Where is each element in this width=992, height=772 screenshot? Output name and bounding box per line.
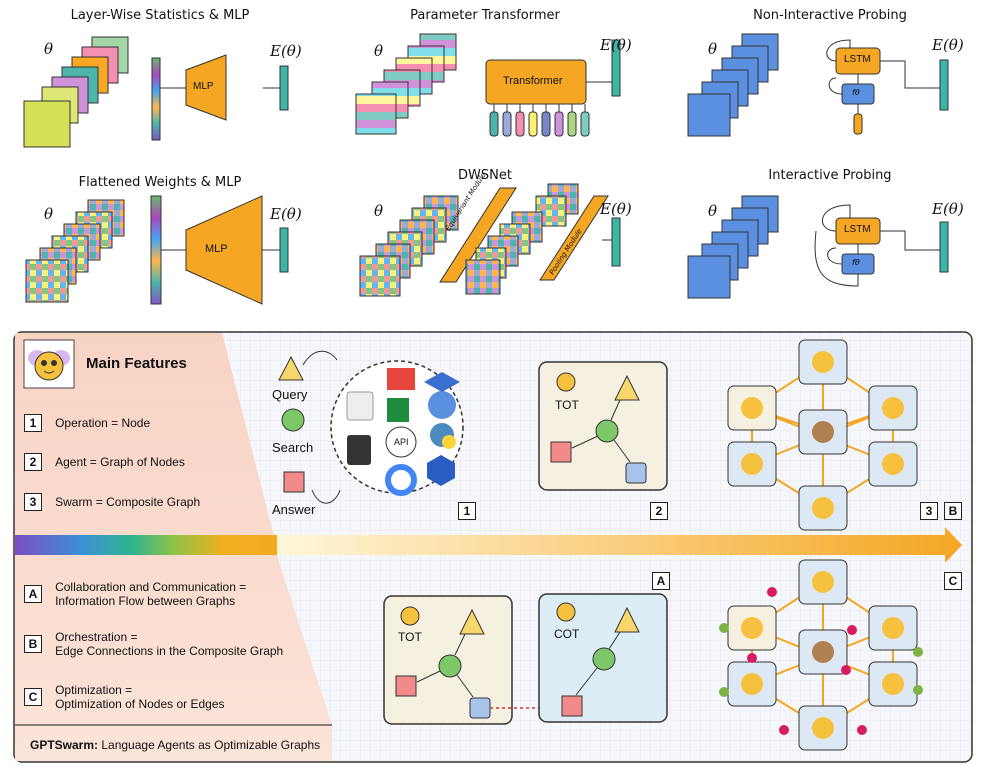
marker-2: 2 [650, 500, 668, 520]
footer-text: Language Agents as Optimizable Graphs [98, 738, 321, 752]
marker-b: B [944, 500, 962, 520]
feature-key: B [24, 635, 42, 653]
marker-key: C [944, 572, 962, 590]
agent-cot-box [538, 593, 668, 723]
panel-flattened [25, 195, 289, 305]
feature-key: A [24, 585, 42, 603]
excel-icon [387, 398, 409, 422]
bee-logo-icon [23, 339, 75, 389]
feature-2: 2 Agent = Graph of Nodes [24, 451, 185, 471]
api-icon [385, 426, 417, 458]
energy-2: E(θ) [600, 36, 632, 54]
panel-transformer [355, 33, 621, 137]
feature-text: Operation = Node [55, 416, 151, 430]
mlp-label-2: MLP [205, 243, 228, 255]
title-transformer: Parameter Transformer [410, 8, 560, 23]
f-label-2: fθ [852, 258, 860, 267]
marker-key: 2 [650, 502, 668, 520]
lstm-label-2: LSTM [844, 224, 871, 235]
lstm-label-1: LSTM [844, 54, 871, 65]
answer-node [283, 471, 305, 493]
api-label: API [394, 437, 409, 447]
title-layerwise: Layer-Wise Statistics & MLP [70, 8, 250, 23]
title-noninteractive: Non-Interactive Probing [753, 8, 907, 23]
mlp-label-1: MLP [193, 81, 214, 92]
cot-label: COT [554, 627, 580, 641]
query-node [278, 355, 304, 381]
marker-key: 1 [458, 502, 476, 520]
feature-key: 2 [24, 453, 42, 471]
feature-key: 3 [24, 493, 42, 511]
agent-tot-box-2 [383, 595, 513, 725]
feature-3: 3 Swarm = Composite Graph [24, 491, 200, 511]
image-icon [387, 368, 415, 390]
swarm-agents-top [727, 339, 918, 531]
feature-a: A Collaboration and Communication = Info… [24, 580, 246, 609]
energy-3: E(θ) [932, 36, 964, 54]
footer-bold: GPTSwarm: [30, 738, 99, 752]
title-dwsnet: DWSNet [458, 168, 512, 183]
marker-a: A [652, 570, 670, 590]
theta-5: θ [374, 202, 384, 220]
marker-3: 3 [920, 500, 938, 520]
marker-1: 1 [458, 500, 476, 520]
theta-2: θ [374, 42, 384, 60]
feature-line1: Optimization = [55, 683, 133, 697]
panel-dwsnet [359, 183, 621, 297]
marker-key: A [652, 572, 670, 590]
theta-4: θ [44, 205, 54, 223]
feature-line2: Edge Connections in the Composite Graph [55, 644, 284, 658]
feature-text: Agent = Graph of Nodes [55, 455, 185, 469]
feature-key: C [24, 688, 42, 706]
feature-text: Swarm = Composite Graph [55, 495, 201, 509]
calculator-icon [347, 435, 371, 465]
tot-label: TOT [555, 398, 579, 412]
energy-6: E(θ) [932, 200, 964, 218]
feature-line2: Optimization of Nodes or Edges [55, 697, 225, 711]
scholar-icon [428, 391, 456, 419]
tot-label-2: TOT [398, 630, 422, 644]
answer-label: Answer [272, 502, 316, 517]
wikipedia-icon [346, 391, 374, 421]
title-interactive: Interactive Probing [768, 168, 892, 183]
feature-line1: Orchestration = [55, 630, 138, 644]
theta-3: θ [708, 40, 718, 58]
google-icon [385, 464, 417, 496]
tool-circle [330, 360, 464, 496]
feature-key: 1 [24, 414, 42, 432]
theta-6: θ [708, 202, 718, 220]
feature-1: 1 Operation = Node [24, 412, 150, 432]
search-label: Search [272, 440, 314, 455]
title-flattened: Flattened Weights & MLP [78, 175, 242, 190]
feature-b: B Orchestration = Edge Connections in th… [24, 630, 283, 659]
marker-key: 3 [920, 502, 938, 520]
energy-4: E(θ) [270, 205, 302, 223]
theta-1: θ [44, 40, 54, 58]
energy-5: E(θ) [600, 200, 632, 218]
cpp-icon [427, 455, 455, 486]
panel-interactive [687, 195, 949, 299]
query-label: Query [272, 387, 308, 402]
marker-c: C [944, 570, 962, 590]
agent-tot-box [538, 361, 668, 491]
marker-key: B [944, 502, 962, 520]
footer-caption: GPTSwarm: Language Agents as Optimizable… [30, 738, 320, 752]
swarm-agents-bottom [719, 559, 923, 751]
f-label-1: fθ [852, 88, 860, 97]
transformer-label: Transformer [503, 75, 563, 87]
feature-c: C Optimization = Optimization of Nodes o… [24, 683, 225, 712]
feature-line1: Collaboration and Communication = [55, 580, 247, 594]
panel-layerwise [23, 36, 289, 148]
energy-1: E(θ) [270, 42, 302, 60]
main-features-heading: Main Features [86, 355, 187, 372]
top-diagrams [23, 33, 949, 305]
panel-noninteractive [687, 33, 949, 137]
feature-line2: Information Flow between Graphs [55, 594, 236, 608]
search-node [281, 408, 305, 432]
bottom-diagram [13, 331, 973, 763]
